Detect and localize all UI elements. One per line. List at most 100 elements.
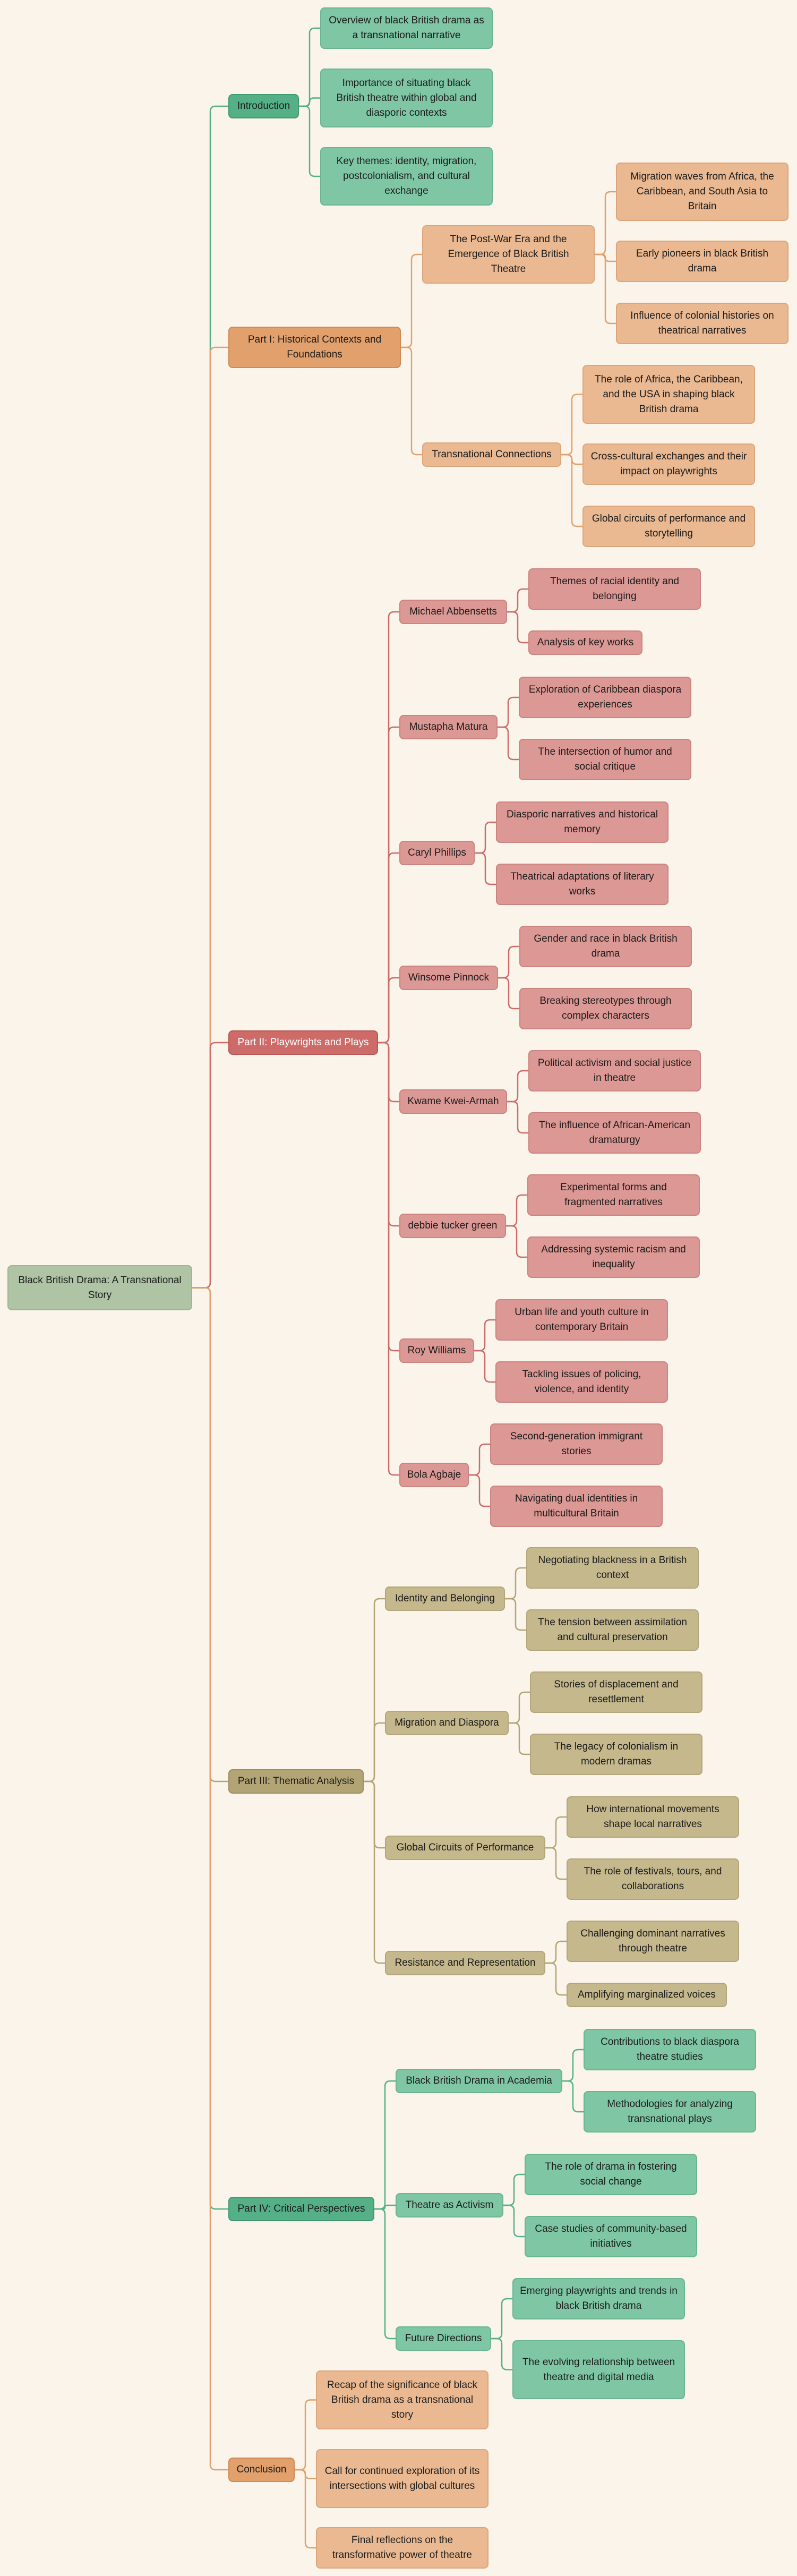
edge-n-p3-b-n-p3-b-0 bbox=[509, 1691, 530, 1724]
edge-n-p2-n-p2-h bbox=[378, 1042, 399, 1476]
pinnock-item-gender-race[interactable]: Gender and race in black British drama bbox=[519, 926, 692, 967]
edge-n-p4-c-n-p4-c-1 bbox=[491, 2338, 512, 2370]
intro-item-key-themes[interactable]: Key themes: identity, migration, postcol… bbox=[320, 147, 493, 206]
pinnock-item-breaking-stereotypes[interactable]: Breaking stereotypes through complex cha… bbox=[519, 988, 692, 1029]
edge-n-p2-h-n-p2-h-0 bbox=[469, 1443, 490, 1476]
theme-resistance-representation[interactable]: Resistance and Representation bbox=[385, 1951, 545, 1975]
edge-n-p2-a-n-p2-a-0 bbox=[507, 588, 528, 613]
playwright-agbaje[interactable]: Bola Agbaje bbox=[399, 1463, 469, 1487]
branch-part-2[interactable]: Part II: Playwrights and Plays bbox=[228, 1030, 378, 1055]
academia-item-methodologies[interactable]: Methodologies for analyzing transnationa… bbox=[584, 2091, 756, 2133]
migration-item-displacement[interactable]: Stories of displacement and resettlement bbox=[530, 1671, 702, 1713]
branch-conclusion[interactable]: Conclusion bbox=[228, 2458, 295, 2482]
edge-n-p2-g-n-p2-g-1 bbox=[474, 1350, 495, 1383]
resistance-item-amplifying-voices[interactable]: Amplifying marginalized voices bbox=[567, 1983, 727, 2007]
edge-n-p2-n-p2-d bbox=[378, 977, 399, 1044]
playwright-matura[interactable]: Mustapha Matura bbox=[399, 715, 498, 739]
edge-n-p1-a-n-p1-a-0 bbox=[595, 191, 616, 255]
intro-item-overview[interactable]: Overview of black British drama as a tra… bbox=[320, 7, 493, 49]
perspective-academia[interactable]: Black British Drama in Academia bbox=[396, 2069, 562, 2093]
edge-n-p2-g-n-p2-g-0 bbox=[474, 1319, 495, 1352]
edge-n-p1-b-n-p1-b-0 bbox=[561, 394, 582, 456]
agbaje-item-dual-identities[interactable]: Navigating dual identities in multicultu… bbox=[490, 1486, 663, 1527]
edge-n-p3-c-n-p3-c-0 bbox=[545, 1816, 567, 1849]
edge-n-p4-n-p4-b bbox=[374, 2204, 396, 2210]
conclusion-item-continued-exploration[interactable]: Call for continued exploration of its in… bbox=[316, 2449, 489, 2508]
abbensetts-item-key-works[interactable]: Analysis of key works bbox=[528, 630, 642, 655]
perspective-activism[interactable]: Theatre as Activism bbox=[396, 2193, 503, 2217]
branch-part-3[interactable]: Part III: Thematic Analysis bbox=[228, 1769, 364, 1794]
edge-n-p2-e-n-p2-e-1 bbox=[507, 1101, 528, 1134]
global-item-international-movements[interactable]: How international movements shape local … bbox=[567, 1796, 739, 1838]
branch-part-1[interactable]: Part I: Historical Contexts and Foundati… bbox=[228, 327, 401, 368]
root-node[interactable]: Black British Drama: A Transnational Sto… bbox=[7, 1265, 192, 1310]
edge-n-p4-b-n-p4-b-1 bbox=[503, 2204, 525, 2238]
tucker-green-item-experimental-forms[interactable]: Experimental forms and fragmented narrat… bbox=[527, 1174, 700, 1216]
playwright-williams[interactable]: Roy Williams bbox=[399, 1338, 474, 1363]
branch-introduction[interactable]: Introduction bbox=[228, 94, 299, 118]
kwei-armah-item-political-activism[interactable]: Political activism and social justice in… bbox=[528, 1050, 701, 1091]
edge-n-p2-h-n-p2-h-1 bbox=[469, 1474, 490, 1507]
matura-item-humor-critique[interactable]: The intersection of humor and social cri… bbox=[519, 739, 691, 780]
playwright-abbensetts[interactable]: Michael Abbensetts bbox=[399, 600, 507, 624]
matura-item-caribbean-diaspora[interactable]: Exploration of Caribbean diaspora experi… bbox=[519, 677, 691, 718]
edge-n-p3-d-n-p3-d-0 bbox=[545, 1940, 567, 1964]
perspective-future-directions[interactable]: Future Directions bbox=[396, 2326, 491, 2351]
williams-item-policing-violence[interactable]: Tackling issues of policing, violence, a… bbox=[495, 1361, 668, 1403]
edge-n-concl-n-concl-0 bbox=[295, 2399, 316, 2471]
future-item-emerging-playwrights[interactable]: Emerging playwrights and trends in black… bbox=[512, 2278, 685, 2319]
edge-n-p3-d-n-p3-d-1 bbox=[545, 1962, 567, 1996]
edge-n-p3-n-p3-b bbox=[364, 1722, 385, 1782]
global-item-festivals-tours[interactable]: The role of festivals, tours, and collab… bbox=[567, 1858, 739, 1900]
kwei-armah-item-african-american[interactable]: The influence of African-American dramat… bbox=[528, 1112, 701, 1154]
part1-post-war-era[interactable]: The Post-War Era and the Emergence of Bl… bbox=[422, 225, 595, 284]
intro-item-importance[interactable]: Importance of situating black British th… bbox=[320, 69, 493, 127]
edge-n-p2-c-n-p2-c-0 bbox=[475, 821, 496, 854]
activism-item-social-change[interactable]: The role of drama in fostering social ch… bbox=[525, 2154, 697, 2195]
tucker-green-item-systemic-racism[interactable]: Addressing systemic racism and inequalit… bbox=[527, 1236, 700, 1278]
migration-item-colonialism-legacy[interactable]: The legacy of colonialism in modern dram… bbox=[530, 1734, 702, 1775]
edge-n-p1-n-p1-b bbox=[401, 346, 422, 456]
post-war-item-colonial-histories[interactable]: Influence of colonial histories on theat… bbox=[616, 303, 789, 344]
edge-n-p3-c-n-p3-c-1 bbox=[545, 1847, 567, 1880]
branch-part-4[interactable]: Part IV: Critical Perspectives bbox=[228, 2197, 374, 2221]
part1-transnational-connections[interactable]: Transnational Connections bbox=[422, 442, 561, 467]
transnational-item-africa-caribbean-usa[interactable]: The role of Africa, the Caribbean, and t… bbox=[582, 365, 755, 424]
theme-migration-diaspora[interactable]: Migration and Diaspora bbox=[385, 1711, 509, 1735]
edge-n-intro-n-intro-1 bbox=[299, 97, 320, 107]
edge-n-p1-b-n-p1-b-2 bbox=[561, 454, 582, 527]
identity-item-negotiating-blackness[interactable]: Negotiating blackness in a British conte… bbox=[526, 1547, 699, 1589]
conclusion-item-recap[interactable]: Recap of the significance of black Briti… bbox=[316, 2370, 489, 2429]
edge-n-concl-n-concl-2 bbox=[295, 2469, 316, 2549]
transnational-item-cross-cultural[interactable]: Cross-cultural exchanges and their impac… bbox=[582, 443, 755, 485]
academia-item-diaspora-studies[interactable]: Contributions to black diaspora theatre … bbox=[584, 2029, 756, 2070]
playwright-tucker-green[interactable]: debbie tucker green bbox=[399, 1214, 506, 1238]
conclusion-item-final-reflections[interactable]: Final reflections on the transformative … bbox=[316, 2527, 489, 2569]
playwright-kwei-armah[interactable]: Kwame Kwei-Armah bbox=[399, 1089, 507, 1114]
playwright-phillips[interactable]: Caryl Phillips bbox=[399, 841, 475, 865]
edge-n-p2-d-n-p2-d-1 bbox=[498, 977, 519, 1010]
post-war-item-early-pioneers[interactable]: Early pioneers in black British drama bbox=[616, 241, 789, 282]
edge-n-root-n-concl bbox=[192, 1287, 228, 2471]
identity-item-assimilation-tension[interactable]: The tension between assimilation and cul… bbox=[526, 1609, 699, 1651]
edge-n-p2-c-n-p2-c-1 bbox=[475, 852, 496, 885]
edge-n-root-n-p2 bbox=[192, 1042, 228, 1289]
post-war-item-migration-waves[interactable]: Migration waves from Africa, the Caribbe… bbox=[616, 163, 789, 221]
edge-n-p2-e-n-p2-e-0 bbox=[507, 1070, 528, 1103]
theme-identity-belonging[interactable]: Identity and Belonging bbox=[385, 1586, 505, 1611]
transnational-item-global-circuits[interactable]: Global circuits of performance and story… bbox=[582, 506, 755, 547]
edge-n-p2-b-n-p2-b-1 bbox=[498, 726, 519, 761]
future-item-digital-media[interactable]: The evolving relationship between theatr… bbox=[512, 2340, 685, 2399]
agbaje-item-second-generation[interactable]: Second-generation immigrant stories bbox=[490, 1423, 663, 1465]
phillips-item-adaptations[interactable]: Theatrical adaptations of literary works bbox=[496, 864, 669, 905]
abbensetts-item-racial-identity[interactable]: Themes of racial identity and belonging bbox=[528, 568, 701, 610]
theme-global-circuits[interactable]: Global Circuits of Performance bbox=[385, 1836, 545, 1860]
playwright-pinnock[interactable]: Winsome Pinnock bbox=[399, 966, 498, 990]
edge-n-p2-f-n-p2-f-1 bbox=[506, 1225, 527, 1258]
edge-n-p3-b-n-p3-b-1 bbox=[509, 1722, 530, 1755]
phillips-item-diasporic-narratives[interactable]: Diasporic narratives and historical memo… bbox=[496, 801, 669, 843]
williams-item-urban-life[interactable]: Urban life and youth culture in contempo… bbox=[495, 1299, 668, 1341]
resistance-item-challenging-narratives[interactable]: Challenging dominant narratives through … bbox=[567, 1921, 739, 1962]
activism-item-case-studies[interactable]: Case studies of community-based initiati… bbox=[525, 2216, 697, 2257]
